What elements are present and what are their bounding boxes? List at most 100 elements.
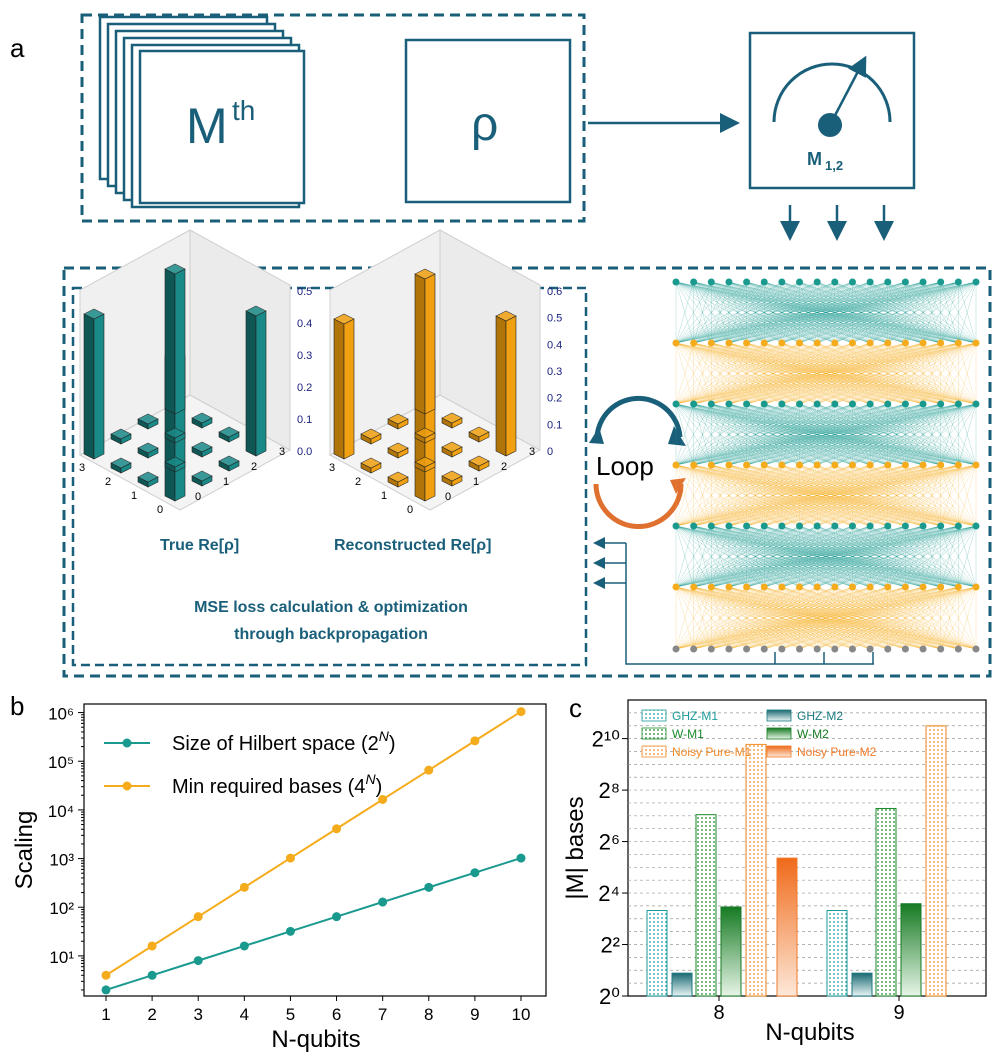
network-node <box>866 461 874 469</box>
b-point <box>285 926 295 936</box>
network-node <box>937 645 945 653</box>
down-arrows <box>780 205 894 241</box>
c-ytick-label: 2² <box>600 933 620 958</box>
c-bar-0 <box>826 909 848 997</box>
meter-needle <box>828 55 867 126</box>
network-node <box>707 400 715 408</box>
true-bar-0-3-face <box>174 268 186 415</box>
recon-xtick: 2 <box>355 476 361 488</box>
c-bar-2 <box>695 814 717 997</box>
network-node <box>725 278 733 286</box>
b-point <box>101 985 111 995</box>
true-bar-2-2-top <box>191 441 213 453</box>
true-bar-2-0-top <box>137 471 159 483</box>
network-node <box>672 522 680 530</box>
network-node <box>831 522 839 530</box>
recon-ztick: 0.4 <box>547 339 562 351</box>
true-ytick: 2 <box>251 461 257 473</box>
recon-ztick: 0.3 <box>547 366 562 378</box>
true-bar-0-1-top <box>110 428 132 440</box>
network-node <box>796 461 804 469</box>
loop-icon <box>589 395 686 529</box>
network-node <box>884 645 892 653</box>
network-node <box>778 400 786 408</box>
true-bar-1-1-top <box>137 442 159 454</box>
chart-c-xlabel: N-qubits <box>765 1019 854 1046</box>
c-legend-swatch <box>766 727 792 740</box>
network-node <box>813 461 821 469</box>
c-legend-swatch <box>641 727 667 740</box>
true-bar-3-3 <box>245 310 257 457</box>
network-node <box>954 339 962 347</box>
b-xtick-label: 8 <box>424 1005 433 1024</box>
true-bar-2-1-top <box>164 456 186 468</box>
c-bar-3 <box>720 906 742 997</box>
network-node <box>901 400 909 408</box>
recon-ztick: 0.6 <box>547 286 562 298</box>
network-node <box>778 645 786 653</box>
network-node <box>937 278 945 286</box>
recon-ztick: 0.5 <box>547 313 562 325</box>
c-ytick-label: 2⁰ <box>599 984 620 1009</box>
true-ztick: 0.0 <box>297 446 312 458</box>
true-bar-1-0-top <box>110 457 132 469</box>
recon-bar-3-3 <box>495 315 507 457</box>
b-legend-label: Min required bases (4N) <box>172 771 382 798</box>
network-node <box>690 461 698 469</box>
b-ytick-label: 10² <box>49 899 74 918</box>
b-xtick-label: 3 <box>193 1005 202 1024</box>
b-ytick-label: 10⁴ <box>48 802 74 821</box>
c-legend-swatch <box>641 709 667 722</box>
m-superscript: th <box>232 95 255 126</box>
plot-b-frame <box>83 703 547 997</box>
network-node <box>672 645 680 653</box>
true-bar-3-2-top <box>218 455 240 467</box>
network-node <box>690 522 698 530</box>
c-bar-2 <box>875 807 897 997</box>
network-node <box>831 461 839 469</box>
input-dashed-box <box>80 13 586 223</box>
true-bar-3-3-top <box>245 305 267 317</box>
true-xtick: 0 <box>157 504 163 516</box>
network-node <box>690 278 698 286</box>
network-node <box>919 278 927 286</box>
recon-side-wall <box>329 229 441 456</box>
network-node <box>954 645 962 653</box>
network-node <box>848 278 856 286</box>
b-legend-marker <box>122 781 132 791</box>
recon-bar-1-0-top <box>360 457 382 469</box>
c-bar-3 <box>900 903 922 997</box>
recon-xtick: 1 <box>381 490 387 502</box>
network-node <box>831 583 839 591</box>
network-node <box>866 645 874 653</box>
network-node <box>690 645 698 653</box>
recon-bar-1-1-top <box>387 442 409 454</box>
network-node <box>919 583 927 591</box>
network-node <box>848 583 856 591</box>
network-node <box>778 278 786 286</box>
true-ztick: 0.5 <box>297 286 312 298</box>
b-point <box>378 897 388 907</box>
network-node <box>919 339 927 347</box>
network-node <box>848 461 856 469</box>
network-node <box>866 522 874 530</box>
b-series-line-1 <box>105 710 522 977</box>
recon-bar-3-1-top <box>441 470 463 482</box>
true-ztick: 0.2 <box>297 382 312 394</box>
network-node <box>884 522 892 530</box>
network-node <box>866 583 874 591</box>
network-node <box>954 522 962 530</box>
recon-bar-0-3-face <box>424 273 436 415</box>
network-node <box>707 583 715 591</box>
network-node <box>848 522 856 530</box>
c-ytick-label: 2¹⁰ <box>592 727 621 752</box>
network-node <box>901 278 909 286</box>
network-node <box>848 339 856 347</box>
b-point <box>332 824 342 834</box>
b-legend-label: Size of Hilbert space (2N) <box>172 728 396 755</box>
chart-c-ylabel: |M| bases <box>562 796 589 899</box>
recon-bar-0-2-top <box>387 413 409 425</box>
network-node <box>760 278 768 286</box>
